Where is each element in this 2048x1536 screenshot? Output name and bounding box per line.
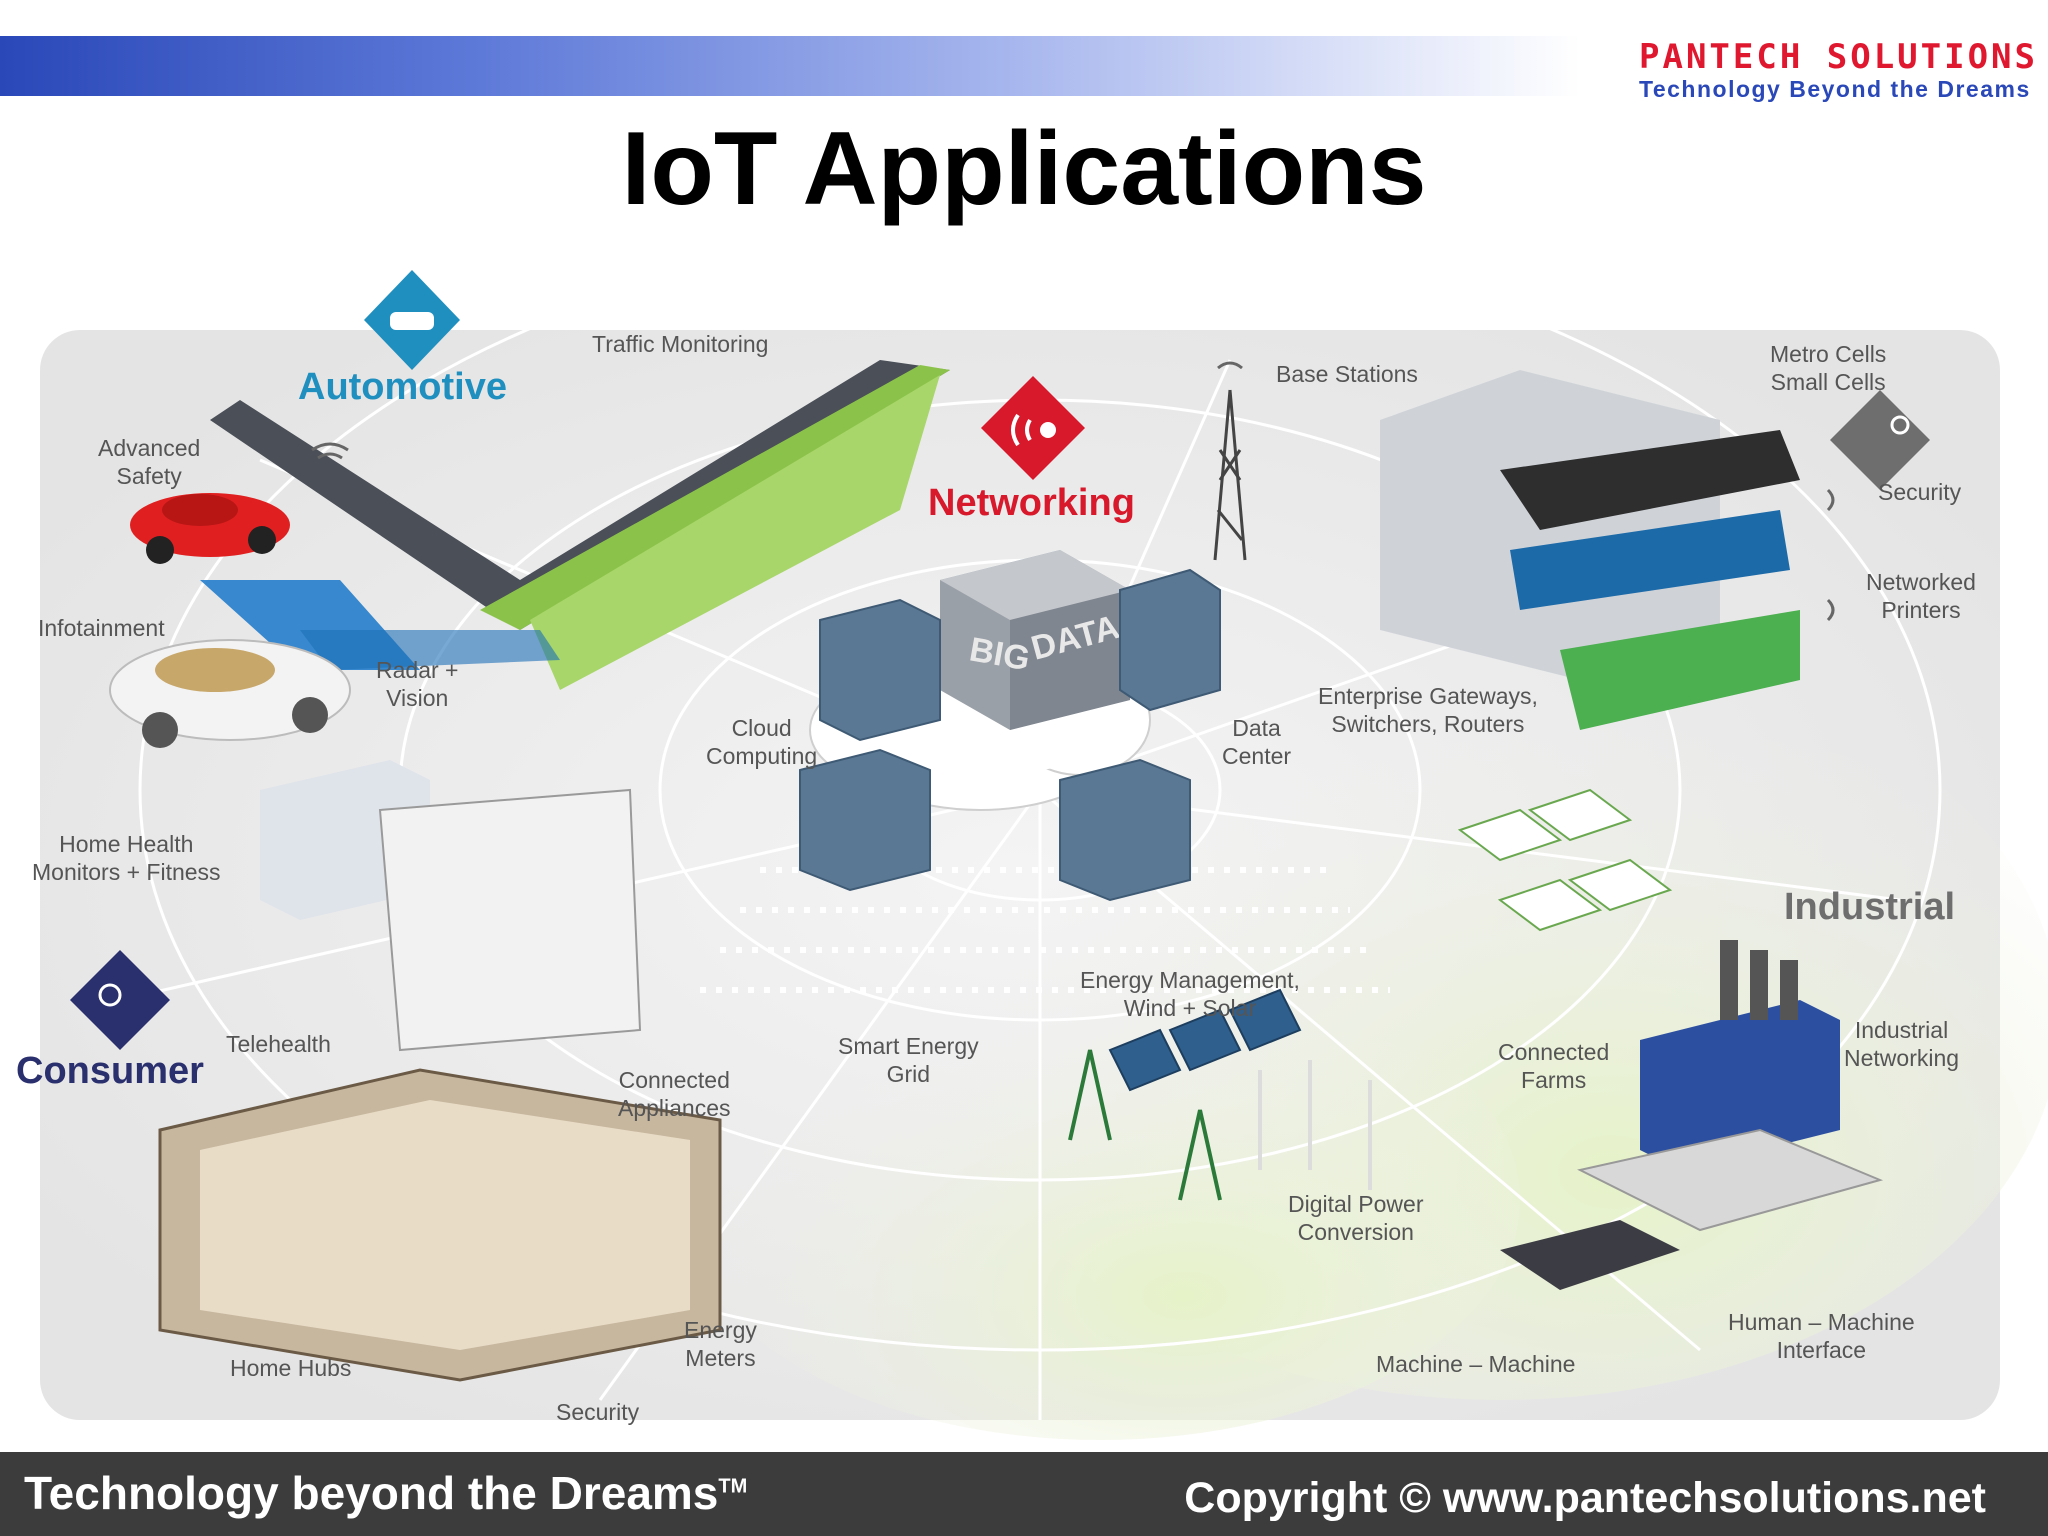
industrial-icon xyxy=(1830,390,1930,490)
label-security-home: Security xyxy=(556,1399,640,1425)
automotive-icon xyxy=(364,270,460,370)
wind-turbines xyxy=(1258,1060,1372,1190)
label-machine-machine: Machine – Machine xyxy=(1376,1351,1576,1377)
footer-copyright: Copyright © www.pantechsolutions.net xyxy=(1184,1474,1986,1522)
power-pylons xyxy=(1068,1049,1222,1201)
label-energy-meters: Energy Meters xyxy=(684,1317,757,1371)
label-human-machine: Human – Machine Interface xyxy=(1728,1309,1915,1363)
label-home-hubs: Home Hubs xyxy=(230,1355,352,1381)
label-smart-energy-grid: Smart Energy Grid xyxy=(838,1033,979,1087)
footer-bar: Technology beyond the DreamsTM Copyright… xyxy=(0,1452,2048,1536)
label-data-center: Data Center xyxy=(1222,715,1292,769)
server-racks xyxy=(799,568,1221,902)
dot-grid-lines xyxy=(700,867,1390,993)
white-car-illustration xyxy=(109,639,351,748)
consumer-icon xyxy=(70,950,170,1050)
house-illustration xyxy=(158,1068,722,1382)
label-infotainment: Infotainment xyxy=(38,615,165,641)
label-connected-farms: Connected Farms xyxy=(1498,1039,1610,1093)
hospital-illustration xyxy=(260,760,642,1052)
label-metro-cells: Metro Cells Small Cells xyxy=(1770,341,1887,395)
solar-panels xyxy=(1108,988,1302,1092)
label-security-office: Security xyxy=(1878,479,1962,505)
cell-tower xyxy=(1213,389,1247,561)
logo-tagline: Technology Beyond the Dreams xyxy=(1639,76,2031,102)
label-traffic-monitoring: Traffic Monitoring xyxy=(592,331,769,357)
pantech-logo: PANTECH SOLUTIONS Technology Beyond the … xyxy=(1639,38,2038,102)
label-telehealth: Telehealth xyxy=(226,1031,331,1057)
office-building xyxy=(1380,370,1800,730)
footer-tagline: Technology beyond the DreamsTM xyxy=(24,1466,747,1520)
factory-illustration xyxy=(1500,940,1884,1290)
diagram-illustration: BIG DATA xyxy=(40,228,2048,1440)
label-advanced-safety: Advanced Safety xyxy=(98,435,201,489)
greenhouses xyxy=(1457,788,1673,932)
wireless-signal-icons xyxy=(311,361,1835,622)
label-networked-printers: Networked Printers xyxy=(1866,569,1976,623)
trademark-symbol: TM xyxy=(718,1475,748,1498)
networking-icon xyxy=(981,376,1085,480)
label-base-stations: Base Stations xyxy=(1276,361,1418,387)
label-connected-appliances: Connected Appliances xyxy=(618,1067,731,1121)
label-cloud-computing: Cloud Computing xyxy=(706,715,818,769)
label-enterprise-gateways: Enterprise Gateways, Switchers, Routers xyxy=(1318,683,1538,737)
label-industrial-networking: Industrial Networking xyxy=(1844,1017,1960,1071)
header-gradient-bar xyxy=(0,36,1580,96)
logo-brand: PANTECH SOLUTIONS xyxy=(1639,37,2038,77)
label-digital-power: Digital Power Conversion xyxy=(1288,1191,1424,1245)
page-title: IoT Applications xyxy=(621,111,1427,227)
label-energy-management: Energy Management, Wind + Solar xyxy=(1080,967,1300,1021)
category-automotive: Automotive xyxy=(298,366,507,408)
label-radar-vision: Radar + Vision xyxy=(376,657,459,711)
highway-illustration xyxy=(200,360,950,690)
category-consumer: Consumer xyxy=(16,1050,204,1092)
red-car-illustration xyxy=(130,493,290,564)
iot-diagram: BIG DATA xyxy=(0,228,2048,1450)
category-networking: Networking xyxy=(928,482,1135,524)
category-industrial: Industrial xyxy=(1784,886,1956,928)
label-home-health: Home Health Monitors + Fitness xyxy=(32,831,221,885)
footer-tagline-text: Technology beyond the Dreams xyxy=(24,1467,719,1519)
